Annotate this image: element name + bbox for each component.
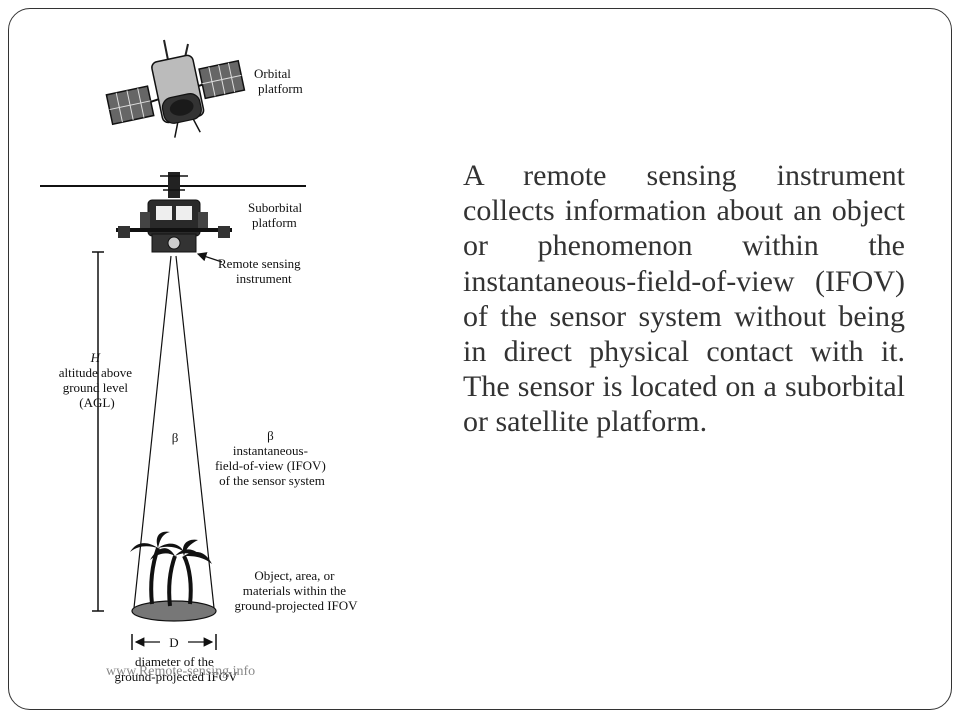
palm-trees-icon	[130, 531, 217, 622]
object-area-label: Object, area, or materials within the gr…	[234, 568, 358, 613]
beta-symbol: β	[172, 430, 179, 445]
remote-sensing-instrument-label: Remote sensing instrument	[218, 256, 304, 286]
helicopter-icon	[40, 172, 306, 253]
diameter-label: diameter of the ground-projected IFOV	[114, 654, 238, 684]
ifov-cone	[133, 255, 215, 609]
footer-source-link[interactable]: www.Remote-sensing.info	[106, 664, 256, 679]
instrument-pointer-arrow	[196, 252, 223, 263]
orbital-platform-label: Orbital platform	[254, 66, 303, 96]
d-label: D	[169, 635, 178, 650]
slide-body-text: A remote sensing instrument collects inf…	[463, 159, 905, 439]
suborbital-platform-label: Suborbital platform	[248, 200, 305, 230]
satellite-icon	[105, 39, 246, 138]
altitude-dimension	[92, 251, 104, 612]
altitude-label: H altitude above ground level (AGL)	[59, 350, 136, 410]
diameter-dimension	[131, 634, 217, 650]
slide-frame	[8, 8, 952, 710]
ifov-label: β instantaneous- field-of-view (IFOV) of…	[215, 428, 329, 488]
